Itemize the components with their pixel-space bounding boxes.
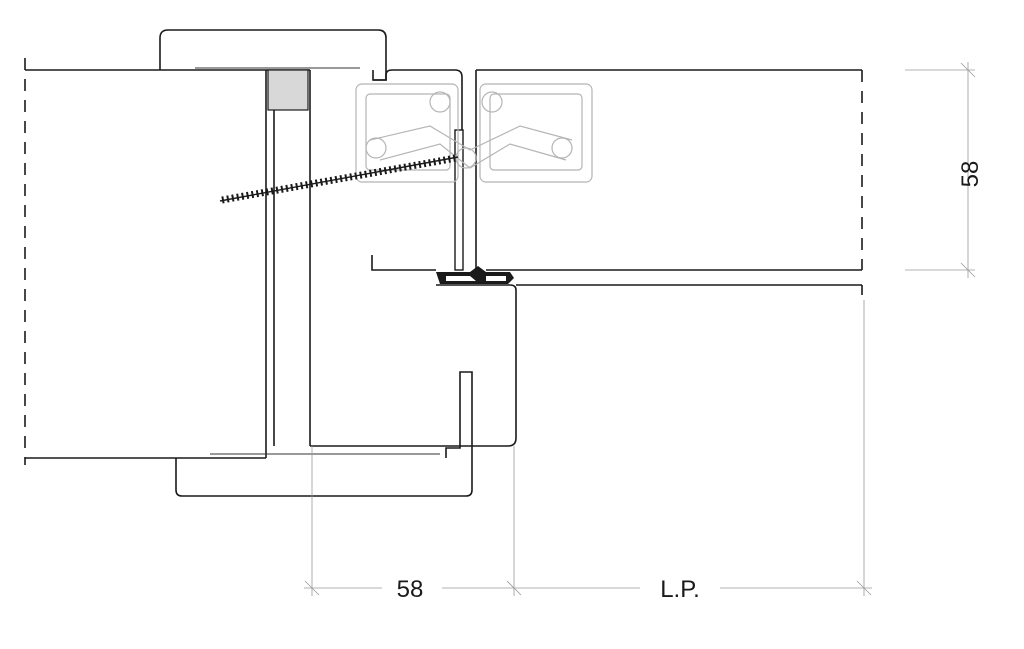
dimension-leaf-thickness [905, 62, 976, 278]
frame-jamb [266, 69, 517, 447]
door-leaf [475, 69, 863, 295]
dimension-bottom [304, 300, 872, 596]
wall-section [24, 58, 267, 465]
passage-width-label: L.P. [660, 576, 700, 603]
hinge-plate [454, 129, 464, 271]
frame-cover-trim [159, 29, 473, 497]
seal-strip [267, 69, 309, 111]
concealed-hinge [355, 83, 593, 183]
frame-depth-label: 58 [397, 576, 424, 603]
fixing-screw [219, 154, 459, 204]
door-gasket [436, 266, 514, 284]
leaf-thickness-label: 58 [957, 161, 984, 188]
